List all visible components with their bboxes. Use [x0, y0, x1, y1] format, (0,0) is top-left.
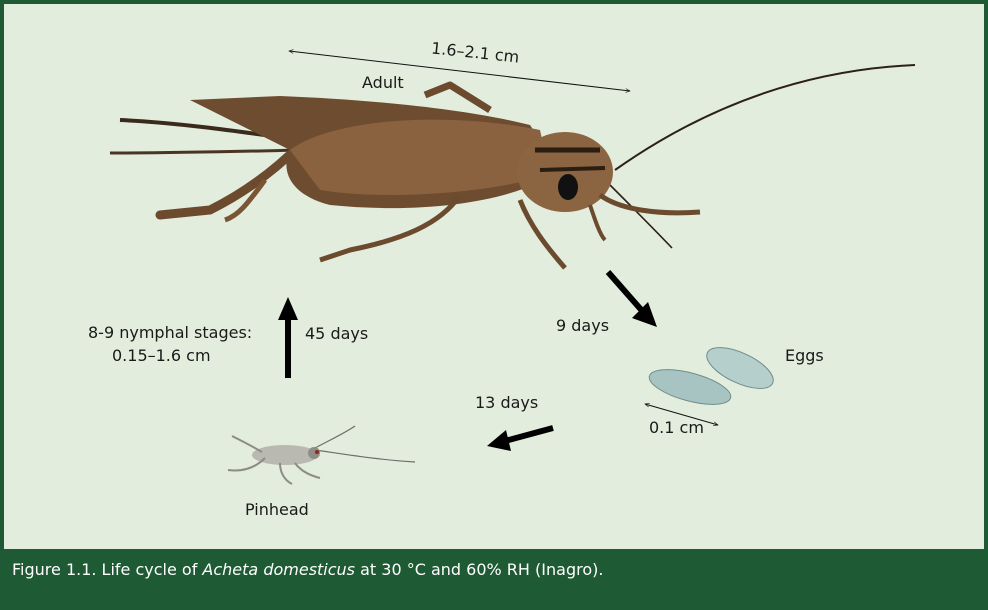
stage-pinhead-to-adult-label: 45 days: [305, 324, 368, 344]
arrow-adult-to-eggs: [608, 272, 644, 313]
arrow-eggs-to-pinhead-head: [487, 430, 511, 451]
adult-label: Adult: [362, 73, 404, 93]
eggs-label: Eggs: [785, 346, 824, 366]
nymph-stages-label: 8-9 nymphal stages:: [88, 323, 252, 343]
stage-adult-to-eggs-label: 9 days: [556, 316, 609, 336]
figure-caption: Figure 1.1. Life cycle of Acheta domesti…: [12, 560, 603, 580]
adult-cricket-image: [110, 65, 915, 268]
pinhead-label: Pinhead: [245, 500, 309, 520]
pinhead-nymph-image: [228, 426, 415, 484]
egg-size-label: 0.1 cm: [649, 418, 704, 438]
nymph-size-label: 0.15–1.6 cm: [112, 346, 211, 366]
eggs-image: [646, 339, 779, 411]
caption-species: Acheta domesticus: [202, 560, 355, 579]
life-cycle-illustration: [0, 0, 988, 553]
caption-suffix: at 30 °C and 60% RH (Inagro).: [355, 560, 603, 579]
caption-bar: Figure 1.1. Life cycle of Acheta domesti…: [0, 549, 988, 610]
caption-prefix: Figure 1.1. Life cycle of: [12, 560, 202, 579]
arrow-pinhead-to-adult-head: [278, 297, 298, 320]
arrow-eggs-to-pinhead: [505, 428, 553, 441]
stage-eggs-to-pinhead-label: 13 days: [475, 393, 538, 413]
